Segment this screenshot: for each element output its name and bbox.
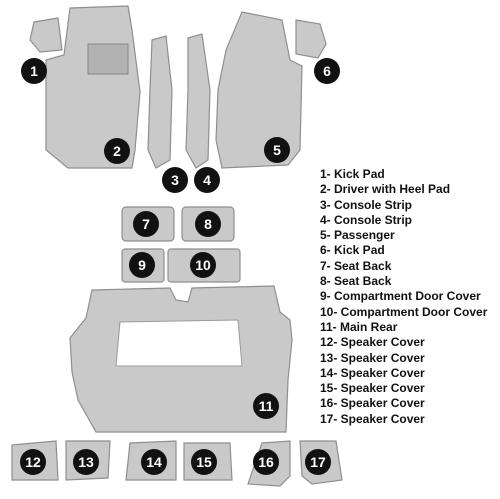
- badge-5: 5: [264, 137, 290, 163]
- badge-16: 16: [253, 449, 279, 475]
- badge-8: 8: [195, 211, 221, 237]
- legend-item-6: 6- Kick Pad: [320, 243, 385, 258]
- part-3-console-strip: [147, 35, 173, 169]
- legend-item-3: 3- Console Strip: [320, 197, 413, 212]
- legend-item-11: 11- Main Rear: [320, 319, 398, 334]
- legend-item-15: 15- Speaker Cover: [320, 381, 425, 396]
- badge-13: 13: [73, 449, 99, 475]
- legend-item-14: 14- Speaker Cover: [320, 365, 425, 380]
- main-rear-opening: [115, 319, 243, 367]
- badge-7: 7: [133, 211, 159, 237]
- part-5-passenger-floor: [215, 11, 303, 169]
- badge-11: 11: [253, 393, 279, 419]
- badge-15: 15: [191, 449, 217, 475]
- badge-17: 17: [305, 449, 331, 475]
- legend-item-5: 5- Passenger: [320, 228, 395, 243]
- badge-6: 6: [314, 58, 340, 84]
- badge-4: 4: [194, 167, 220, 193]
- legend-item-13: 13- Speaker Cover: [320, 350, 425, 365]
- parts-legend: 1- Kick Pad 2- Driver with Heel Pad 3- C…: [320, 167, 487, 427]
- legend-item-2: 2- Driver with Heel Pad: [320, 182, 451, 197]
- badge-2: 2: [104, 138, 130, 164]
- badge-3: 3: [162, 167, 188, 193]
- legend-item-8: 8- Seat Back: [320, 274, 392, 289]
- part-1-kick-pad: [29, 17, 63, 53]
- badge-1: 1: [21, 58, 47, 84]
- legend-item-17: 17- Speaker Cover: [320, 411, 425, 426]
- badge-9: 9: [129, 252, 155, 278]
- part-4-console-strip: [185, 33, 211, 169]
- heel-pad: [87, 43, 129, 75]
- legend-item-9: 9- Compartment Door Cover: [320, 289, 481, 304]
- badge-14: 14: [141, 449, 167, 475]
- legend-item-7: 7- Seat Back: [320, 258, 392, 273]
- legend-item-16: 16- Speaker Cover: [320, 396, 425, 411]
- badge-10: 10: [190, 252, 216, 278]
- legend-item-10: 10- Compartment Door Cover: [320, 304, 488, 319]
- legend-item-12: 12- Speaker Cover: [320, 335, 425, 350]
- badge-12: 12: [20, 449, 46, 475]
- legend-item-1: 1- Kick Pad: [320, 167, 385, 181]
- legend-item-4: 4- Console Strip: [320, 212, 413, 227]
- part-6-kick-pad: [295, 19, 327, 59]
